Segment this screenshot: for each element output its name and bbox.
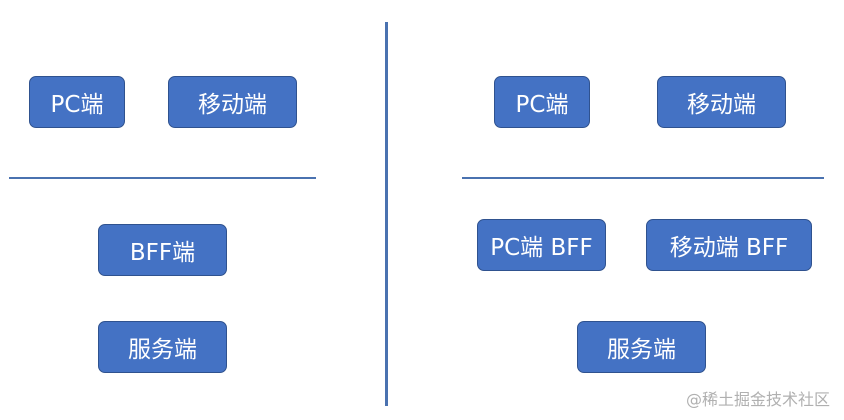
right-separator-line [462,177,824,179]
right-server-box: 服务端 [577,321,706,373]
left-separator-line [9,177,316,179]
left-server-box: 服务端 [98,321,227,373]
watermark-text: @稀土掘金技术社区 [685,390,830,409]
center-divider-line [385,22,388,406]
right-pc-client-box: PC端 [494,76,590,128]
left-bff-box: BFF端 [98,224,227,276]
right-mobile-client-box: 移动端 [657,76,786,128]
right-pc-bff-box: PC端 BFF [477,219,606,271]
left-pc-client-box: PC端 [29,76,125,128]
right-mobile-bff-box: 移动端 BFF [646,219,812,271]
left-mobile-client-box: 移动端 [168,76,297,128]
